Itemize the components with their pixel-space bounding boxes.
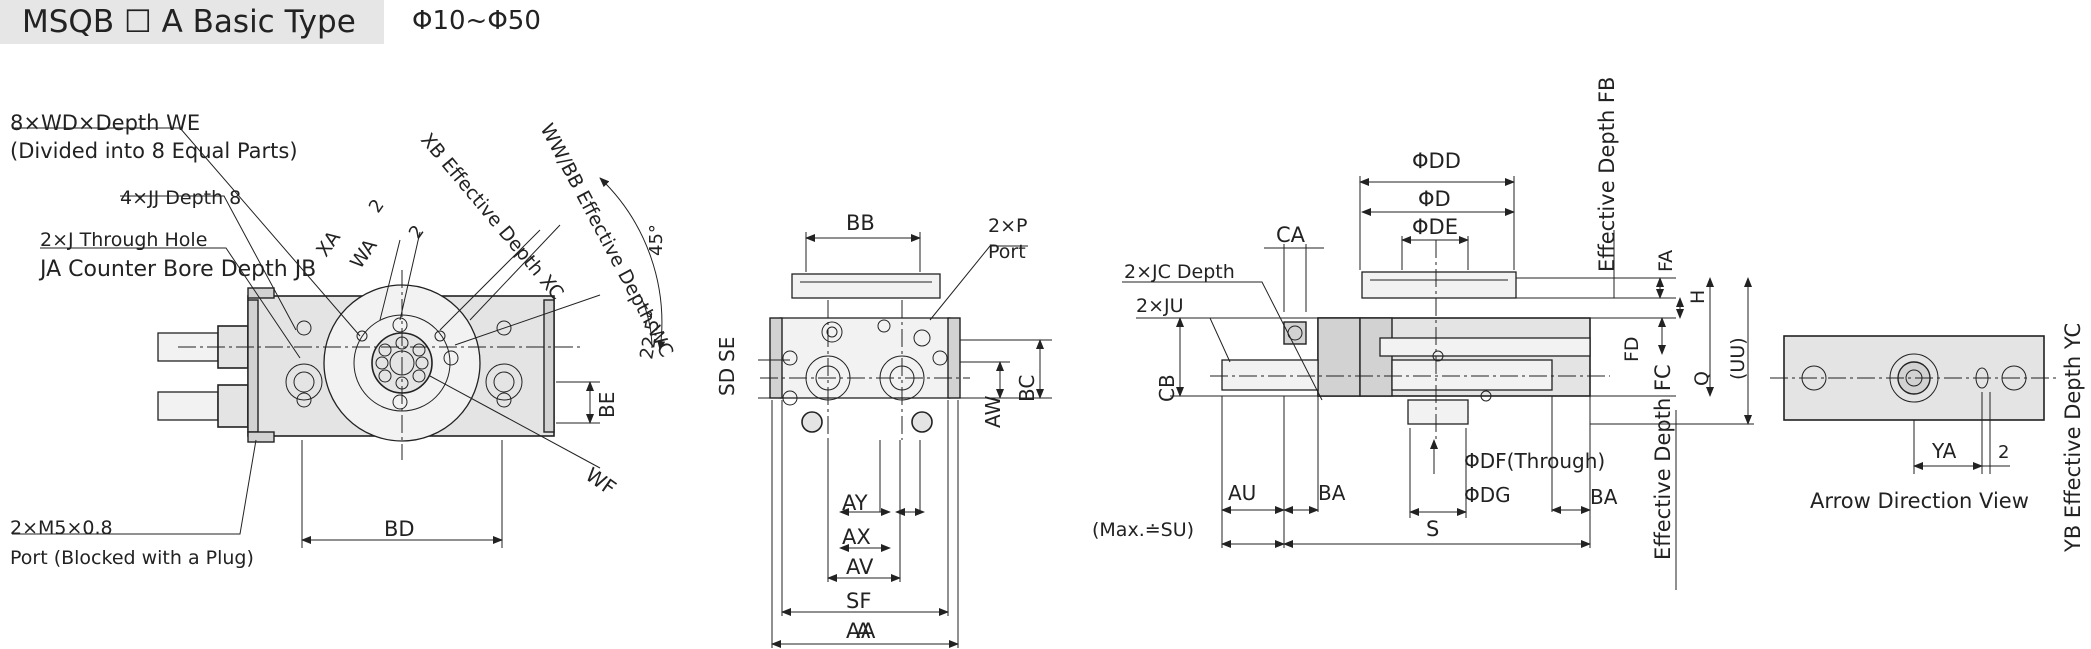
ca-label: CA bbox=[1276, 223, 1306, 247]
fa-label: FA bbox=[1655, 250, 1677, 272]
dim-2-label: 2 bbox=[1998, 442, 2009, 463]
ja-label: JA Counter Bore Depth JB bbox=[38, 257, 316, 282]
angle-45-label: 45° bbox=[646, 224, 667, 256]
sd-label: SD bbox=[715, 368, 739, 396]
ju-label: 2×JU bbox=[1136, 295, 1184, 317]
bb-label: BB bbox=[846, 211, 875, 235]
section-table bbox=[1361, 271, 1517, 299]
fc-label: Effective Depth FC bbox=[1651, 364, 1675, 560]
wa-label: WA bbox=[346, 235, 382, 273]
port-label: Port bbox=[988, 241, 1026, 263]
ax-label: AX bbox=[842, 525, 871, 549]
q-label: Q bbox=[1691, 371, 1713, 386]
arrow-direction-view: YA 2 YB Effective Depth YC Arrow Directi… bbox=[1770, 323, 2085, 553]
h-label: H bbox=[1687, 290, 1709, 304]
d-label: ΦD bbox=[1418, 187, 1451, 211]
plug-port-label: Port (Blocked with a Plug) bbox=[10, 547, 254, 569]
dim-2b-label: 2 bbox=[405, 221, 429, 242]
ba-right-label: BA bbox=[1590, 485, 1618, 509]
jj-label: 4×JJ Depth 8 bbox=[120, 187, 241, 209]
ay-label: AY bbox=[842, 491, 868, 515]
left-fitting-bottom bbox=[157, 384, 249, 428]
ba-left-label: BA bbox=[1318, 481, 1346, 505]
side-body bbox=[779, 317, 951, 399]
title-bar bbox=[0, 0, 384, 44]
dg-label: ΦDG bbox=[1464, 483, 1511, 507]
be-label: BE bbox=[595, 392, 619, 418]
front-view: 8×WD×Depth WE (Divided into 8 Equal Part… bbox=[10, 111, 678, 569]
divided-label: (Divided into 8 Equal Parts) bbox=[10, 139, 298, 163]
j-hole-label: 2×J Through Hole bbox=[40, 229, 207, 251]
m5-label: 2×M5×0.8 bbox=[10, 517, 113, 539]
side-view: BB 2×P Port SD SE AW BC AY AX AV SF A AA bbox=[715, 211, 1052, 648]
se-label: SE bbox=[715, 337, 739, 362]
df-label: ΦDF(Through) bbox=[1464, 449, 1605, 473]
cb-label: CB bbox=[1155, 374, 1179, 402]
section-shaft bbox=[1221, 359, 1319, 391]
dd-label: ΦDD bbox=[1412, 149, 1461, 173]
arrow-view-caption: Arrow Direction View bbox=[1810, 489, 2029, 513]
de-label: ΦDE bbox=[1412, 215, 1458, 239]
page-title: MSQB ☐ A Basic Type bbox=[22, 4, 356, 40]
su-label: (Max.≐SU) bbox=[1092, 519, 1194, 541]
xa-label: XA bbox=[312, 227, 345, 261]
jc-label: 2×JC Depth bbox=[1124, 261, 1235, 283]
bc-label: BC bbox=[1015, 375, 1039, 402]
av-label: AV bbox=[846, 555, 874, 579]
fd-label: FD bbox=[1621, 336, 1643, 362]
page-subtitle: Φ10~Φ50 bbox=[412, 6, 541, 36]
aa-label: AA bbox=[846, 619, 876, 643]
uu-label: (UU) bbox=[1727, 337, 1749, 380]
ya-label: YA bbox=[1931, 439, 1957, 463]
s-label: S bbox=[1426, 517, 1439, 541]
fb-label: Effective Depth FB bbox=[1595, 77, 1619, 272]
p-label: 2×P bbox=[988, 215, 1027, 237]
aw-label: AW bbox=[981, 395, 1005, 428]
au-label: AU bbox=[1228, 481, 1256, 505]
bd-label: BD bbox=[384, 517, 415, 541]
yb-label: YB Effective Depth YC bbox=[2061, 323, 2085, 553]
sf-label: SF bbox=[846, 589, 871, 613]
side-table bbox=[791, 273, 941, 299]
section-view: ΦDD ΦD ΦDE Effective Depth FB CA 2×JC De… bbox=[1092, 77, 1754, 590]
wd-label: 8×WD×Depth WE bbox=[10, 111, 200, 135]
wf-label: WF bbox=[581, 462, 620, 500]
a-label: A bbox=[856, 619, 871, 643]
dim-2a-label: 2 bbox=[365, 195, 389, 216]
